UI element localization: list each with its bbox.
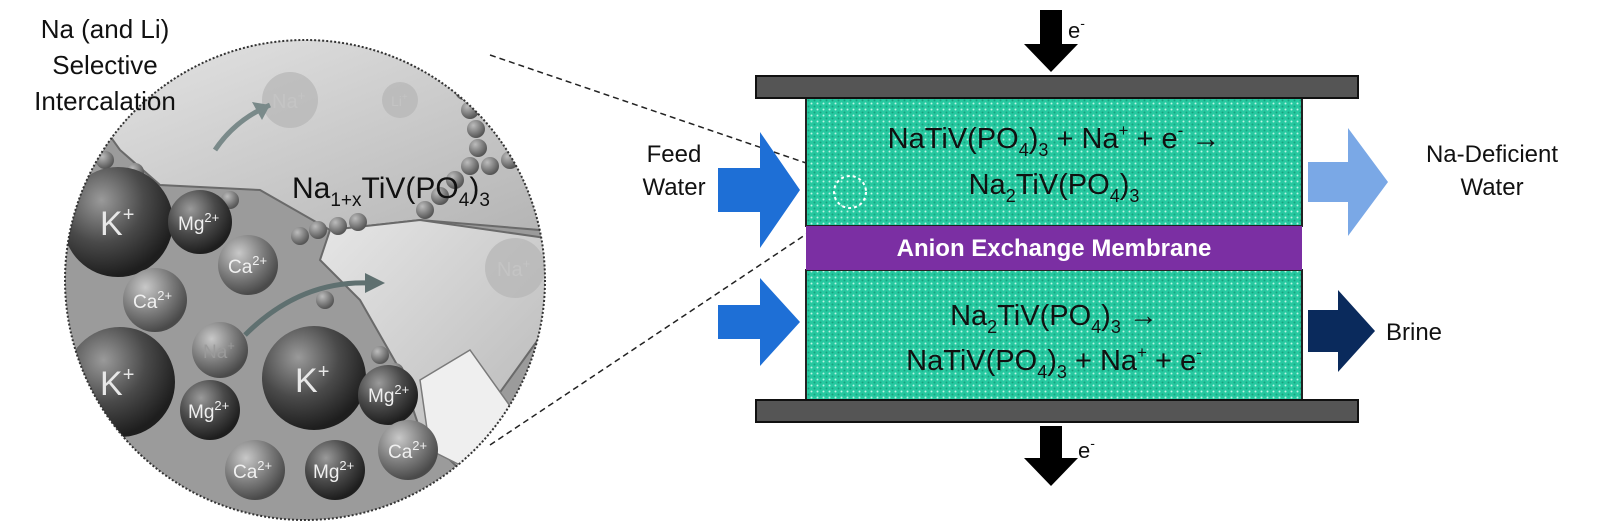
- na-deficient-water-arrow: [1308, 128, 1388, 236]
- na-deficient-label-line: Na-Deficient: [1426, 141, 1558, 168]
- calcium-ion-ball: [123, 268, 187, 332]
- zoom-circle: [64, 39, 546, 521]
- zoom-region-marker: [833, 175, 867, 209]
- bottom-electrode-plate: [755, 399, 1359, 423]
- ion-label-li-faint: Li+: [391, 92, 408, 109]
- ion-label-k: K+: [295, 361, 329, 400]
- ion-label-na-faint: Na+: [272, 88, 305, 113]
- membrane-label: Anion Exchange Membrane: [897, 235, 1212, 262]
- ion-label-mg: Mg2+: [188, 398, 229, 423]
- feed-water-label-line: Feed: [647, 141, 702, 168]
- bottom-chamber: [805, 269, 1303, 401]
- calcium-ion-ball: [218, 235, 278, 295]
- faint-na-ion-ball: [485, 238, 545, 298]
- feed-water-label: Feed Water: [642, 141, 705, 201]
- magnesium-ion-ball: [305, 440, 365, 500]
- ion-label-mg: Mg2+: [178, 210, 219, 235]
- intercalation-arrowhead: [365, 273, 385, 293]
- zoom-connector-line: [489, 204, 851, 446]
- electron-out-label: e-: [1078, 435, 1095, 463]
- electron-in-label: e-: [1068, 15, 1085, 43]
- sodium-ion-ball: [192, 322, 248, 378]
- top-chamber: [805, 97, 1303, 227]
- zoom-title-line: Na (and Li): [41, 14, 170, 44]
- electron-in-arrow: [1024, 10, 1078, 72]
- feed-water-label-line: Water: [642, 174, 705, 201]
- zoom-title-line: Selective: [52, 50, 158, 80]
- electron-out-arrow: [1024, 426, 1078, 486]
- brine-arrow: [1308, 290, 1375, 372]
- intercalation-arrowhead: [252, 102, 270, 120]
- bottom-reaction-line2: NaTiV(PO4)3 + Na+ + e-: [906, 343, 1202, 382]
- magnesium-ion-ball: [358, 365, 418, 425]
- magnesium-ion-ball: [180, 380, 240, 440]
- feed-water-arrow-top: [718, 132, 800, 248]
- anion-exchange-membrane: [806, 226, 1302, 270]
- ion-label-na-faint: Na+: [497, 256, 530, 281]
- top-reaction-line2: Na2TiV(PO4)3: [969, 169, 1140, 206]
- ion-labels: K+ Mg2+ Ca2+ Ca2+ Na+ K+ K+ Mg2+ Mg2+ Ca…: [100, 88, 530, 483]
- host-compound-formula: Na1+xTiV(PO4)3: [292, 172, 490, 211]
- bottom-reaction-line1: Na2TiV(PO4)3 →: [950, 300, 1158, 337]
- ion-label-k: K+: [100, 364, 134, 403]
- zoom-title-line: Intercalation: [34, 86, 176, 116]
- faint-na-ion-ball: [262, 72, 318, 128]
- ion-label-na: Na+: [203, 338, 235, 363]
- top-electrode-plate: [755, 75, 1359, 99]
- potassium-ion-ball: [262, 326, 366, 430]
- ion-label-ca: Ca2+: [388, 438, 427, 463]
- ion-label-mg: Mg2+: [313, 458, 354, 483]
- zoom-title: Na (and Li) Selective Intercalation: [34, 14, 176, 116]
- magnesium-ion-ball: [168, 190, 232, 254]
- zoom-connector-line: [489, 54, 851, 179]
- ion-label-ca: Ca2+: [228, 253, 267, 278]
- feed-water-arrow-bottom: [718, 278, 800, 366]
- brine-label: Brine: [1386, 319, 1442, 346]
- calcium-ion-ball: [225, 440, 285, 500]
- top-reaction-line1: NaTiV(PO4)3 + Na+ + e- →: [888, 121, 1221, 160]
- ion-label-k: K+: [100, 204, 134, 243]
- calcium-ion-ball: [378, 420, 438, 480]
- zoom-circle-border: [64, 39, 546, 521]
- faint-li-ion-ball: [382, 82, 418, 118]
- na-deficient-label-line: Water: [1460, 174, 1523, 201]
- ion-label-ca: Ca2+: [133, 288, 172, 313]
- na-deficient-water-label: Na-Deficient Water: [1426, 141, 1558, 201]
- ion-label-mg: Mg2+: [368, 382, 409, 407]
- potassium-ion-ball: [65, 167, 173, 277]
- ion-label-ca: Ca2+: [233, 458, 272, 483]
- intercalation-arrow: [243, 280, 371, 337]
